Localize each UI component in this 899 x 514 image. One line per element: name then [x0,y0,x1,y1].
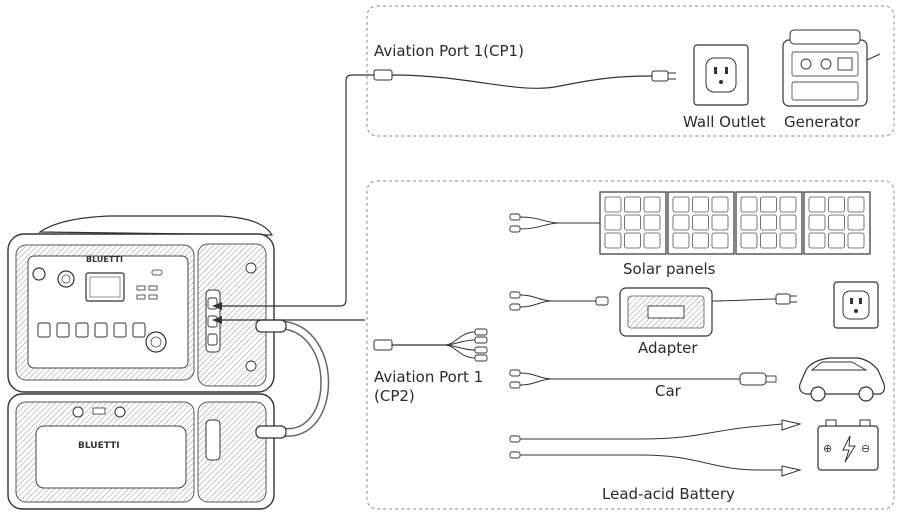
wall-outlet-label: Wall Outlet [683,113,766,131]
cp2-label-line2: (CP2) [374,387,415,405]
solar-cell [828,232,845,249]
solar-cable-icon [509,213,600,233]
lead-acid-battery-icon: ⊕ ⊖ [817,419,879,471]
solar-cell [711,232,729,249]
svg-text:⊕: ⊕ [823,442,832,455]
solar-cell [692,214,709,231]
solar-cell [779,214,797,231]
power-station-unit [7,215,275,393]
solar-cell [779,232,797,249]
top-group-box [366,5,895,137]
solar-cell [624,196,641,213]
battery-clamp-cable-icon [509,419,802,477]
solar-cell [779,196,797,213]
expansion-battery-unit [7,393,275,510]
cp1-cable-icon [373,69,676,89]
solar-cell [740,232,758,249]
solar-cell [828,214,845,231]
solar-cell [604,232,622,249]
cp2-splitter-cable-icon [373,328,488,362]
solar-cell [643,196,661,213]
solar-cell [740,196,758,213]
brand-logo-upper: BLUETTI [86,255,123,264]
bottom-group-box [366,180,895,510]
adapter-cable-icon [509,291,609,311]
cp1-route-line [218,74,375,307]
solar-cell [847,232,865,249]
solar-panels-icon [599,191,871,255]
solar-cell [604,214,622,231]
cp1-label: Aviation Port 1(CP1) [374,42,524,60]
car-label: Car [655,382,681,400]
adapter-label: Adapter [638,339,698,357]
lead-acid-battery-label: Lead-acid Battery [602,485,735,503]
solar-cell [672,214,690,231]
solar-cell [692,196,709,213]
solar-cell [604,196,622,213]
wall-outlet-icon [693,44,749,106]
solar-cell [643,214,661,231]
solar-cell [760,232,777,249]
car-icon [799,357,886,402]
small-wall-outlet-icon [833,281,879,329]
solar-cell [847,214,865,231]
solar-cell [760,214,777,231]
solar-cell [711,196,729,213]
solar-cell [624,214,641,231]
adapter-brick-icon [619,287,797,337]
solar-cell [624,232,641,249]
solar-cell [808,214,826,231]
solar-cell [643,232,661,249]
solar-cell [808,196,826,213]
solar-cell [711,214,729,231]
solar-cell [740,214,758,231]
solar-cell [760,196,777,213]
solar-cell [672,232,690,249]
cp2-label-line1: Aviation Port 1 [374,368,484,386]
solar-cell [828,196,845,213]
brand-logo-lower: BLUETTI [78,441,120,451]
solar-cell [672,196,690,213]
generator-label: Generator [784,113,861,131]
solar-cell [692,232,709,249]
generator-icon [782,29,881,107]
solar-cell [847,196,865,213]
solar-panels-label: Solar panels [623,260,716,278]
car-cable-icon [509,369,777,389]
solar-cell [808,232,826,249]
svg-text:⊖: ⊖ [861,442,870,455]
